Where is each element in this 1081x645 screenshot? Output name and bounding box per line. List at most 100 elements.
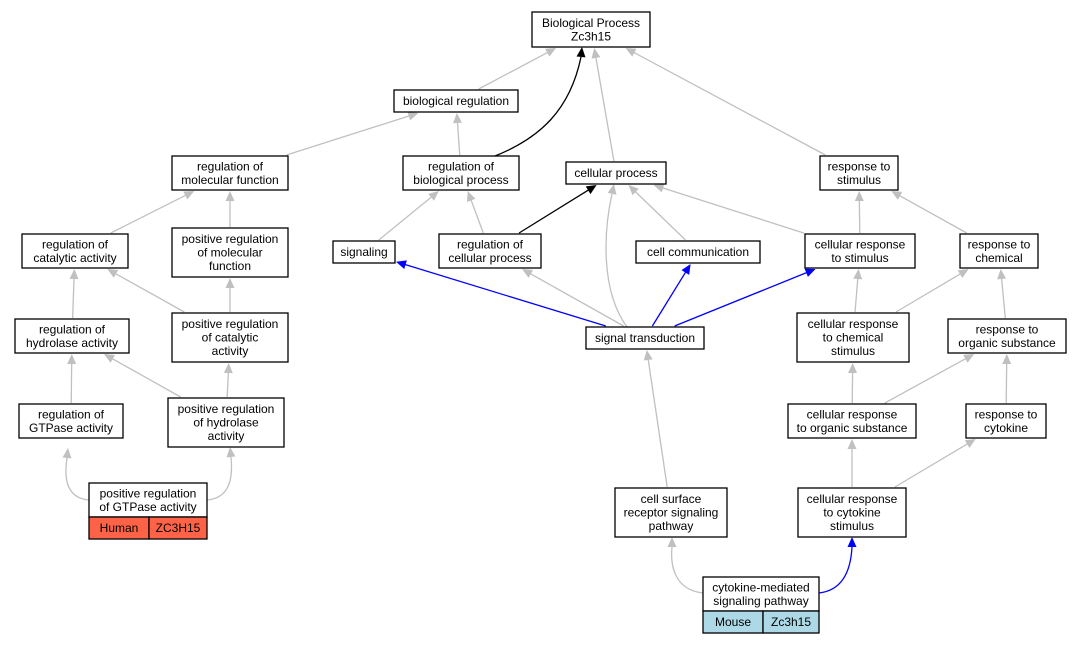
edge-reg_biological_process-to-biological_regulation: [453, 113, 463, 156]
edge-cytokine_mediated-to-cellular_response_to_cytokine: [818, 537, 857, 594]
node-box: [787, 403, 917, 439]
edge-line: [206, 456, 233, 501]
edge-reg_biological_process-to-bp: [494, 47, 586, 157]
edge-line: [634, 190, 686, 241]
node-box: [565, 161, 667, 185]
node-label-line: cellular process: [448, 251, 531, 265]
node-box: [819, 155, 899, 191]
gene-cell: [762, 610, 820, 634]
node-label-line: regulation of: [39, 322, 106, 336]
go-term-cellular-process[interactable]: cellular process: [565, 161, 667, 185]
go-term-signaling[interactable]: signaling: [332, 240, 396, 264]
node-label-line: cellular response: [808, 317, 899, 331]
arrowhead: [997, 269, 1007, 280]
gene-label: Zc3h15: [771, 615, 811, 629]
edge-pos_reg_catalytic_activity-to-pos_reg_molecular_function: [225, 278, 235, 312]
go-term-cell-communication[interactable]: cell communication: [635, 240, 761, 264]
edge-reg_gtpase_activity-to-reg_hydrolase_activity: [67, 354, 77, 404]
go-term-signal-transduction[interactable]: signal transduction: [585, 326, 705, 350]
node-box: [804, 233, 916, 269]
edge-line: [884, 357, 967, 404]
edge-pos_reg_hydrolase_activity-to-reg_hydrolase_activity: [104, 354, 181, 398]
edge-pos_reg_catalytic_activity-to-reg_catalytic_activity: [107, 269, 185, 313]
edge-line: [529, 272, 624, 327]
node-label-line: positive regulation: [178, 402, 275, 416]
node-label-line: stimulus: [831, 344, 875, 358]
gene-label: ZC3H15: [156, 521, 201, 535]
arrowhead: [67, 354, 77, 365]
arrowhead: [104, 354, 115, 363]
edge-line: [894, 443, 969, 488]
node-label-line: stimulus: [830, 519, 874, 533]
edge-cellular_response_to_cytokine-to-response_to_cytokine: [894, 439, 976, 488]
node-label-line: to stimulus: [831, 251, 888, 265]
node-box: [88, 482, 208, 518]
arrowhead: [628, 185, 639, 196]
node-label-line: signal transduction: [595, 331, 695, 345]
node-label-line: hydrolase activity: [26, 336, 118, 350]
arrowhead: [522, 269, 533, 278]
arrowhead: [963, 354, 975, 363]
go-term-biological-regulation[interactable]: biological regulation: [393, 89, 519, 113]
edge-reg_molecular_function-to-biological_regulation: [286, 111, 419, 156]
node-box: [18, 403, 124, 439]
node-label-line: chemical: [975, 251, 1022, 265]
edge-line: [65, 457, 90, 501]
node-box: [402, 155, 520, 191]
node-label-line: cellular response: [807, 407, 898, 421]
node-box: [965, 403, 1047, 439]
node-box: [332, 240, 396, 264]
edge-line: [670, 546, 704, 594]
arrowhead: [107, 269, 119, 278]
arrowhead: [964, 439, 976, 448]
node-label-line: to chemical: [823, 331, 884, 345]
node-label-line: Zc3h15: [571, 29, 611, 43]
edge-reg_hydrolase_activity-to-reg_catalytic_activity: [69, 269, 79, 319]
node-label-line: cell communication: [647, 245, 749, 259]
arrowhead: [183, 191, 195, 200]
arrowhead: [853, 269, 863, 280]
node-box: [21, 233, 129, 269]
arrowhead: [225, 278, 235, 288]
edge-line: [111, 357, 181, 398]
edge-line: [895, 273, 962, 313]
arrowhead: [69, 269, 79, 280]
node-box: [614, 487, 728, 538]
node-label-line: response to: [975, 407, 1038, 421]
edges-layer: [62, 47, 1012, 594]
edge-line: [633, 51, 826, 156]
edge-signal_transduction-to-cellular_response_to_stimulus: [674, 268, 816, 327]
edge-biological_regulation-to-bp: [478, 48, 557, 90]
arrowhead: [545, 48, 557, 57]
node-label-line: cellular process: [574, 166, 657, 180]
node-label-line: positive regulation: [100, 486, 197, 500]
node-box: [14, 318, 130, 354]
node-label-line: of molecular: [197, 246, 262, 260]
node-label-line: activity: [208, 429, 245, 443]
